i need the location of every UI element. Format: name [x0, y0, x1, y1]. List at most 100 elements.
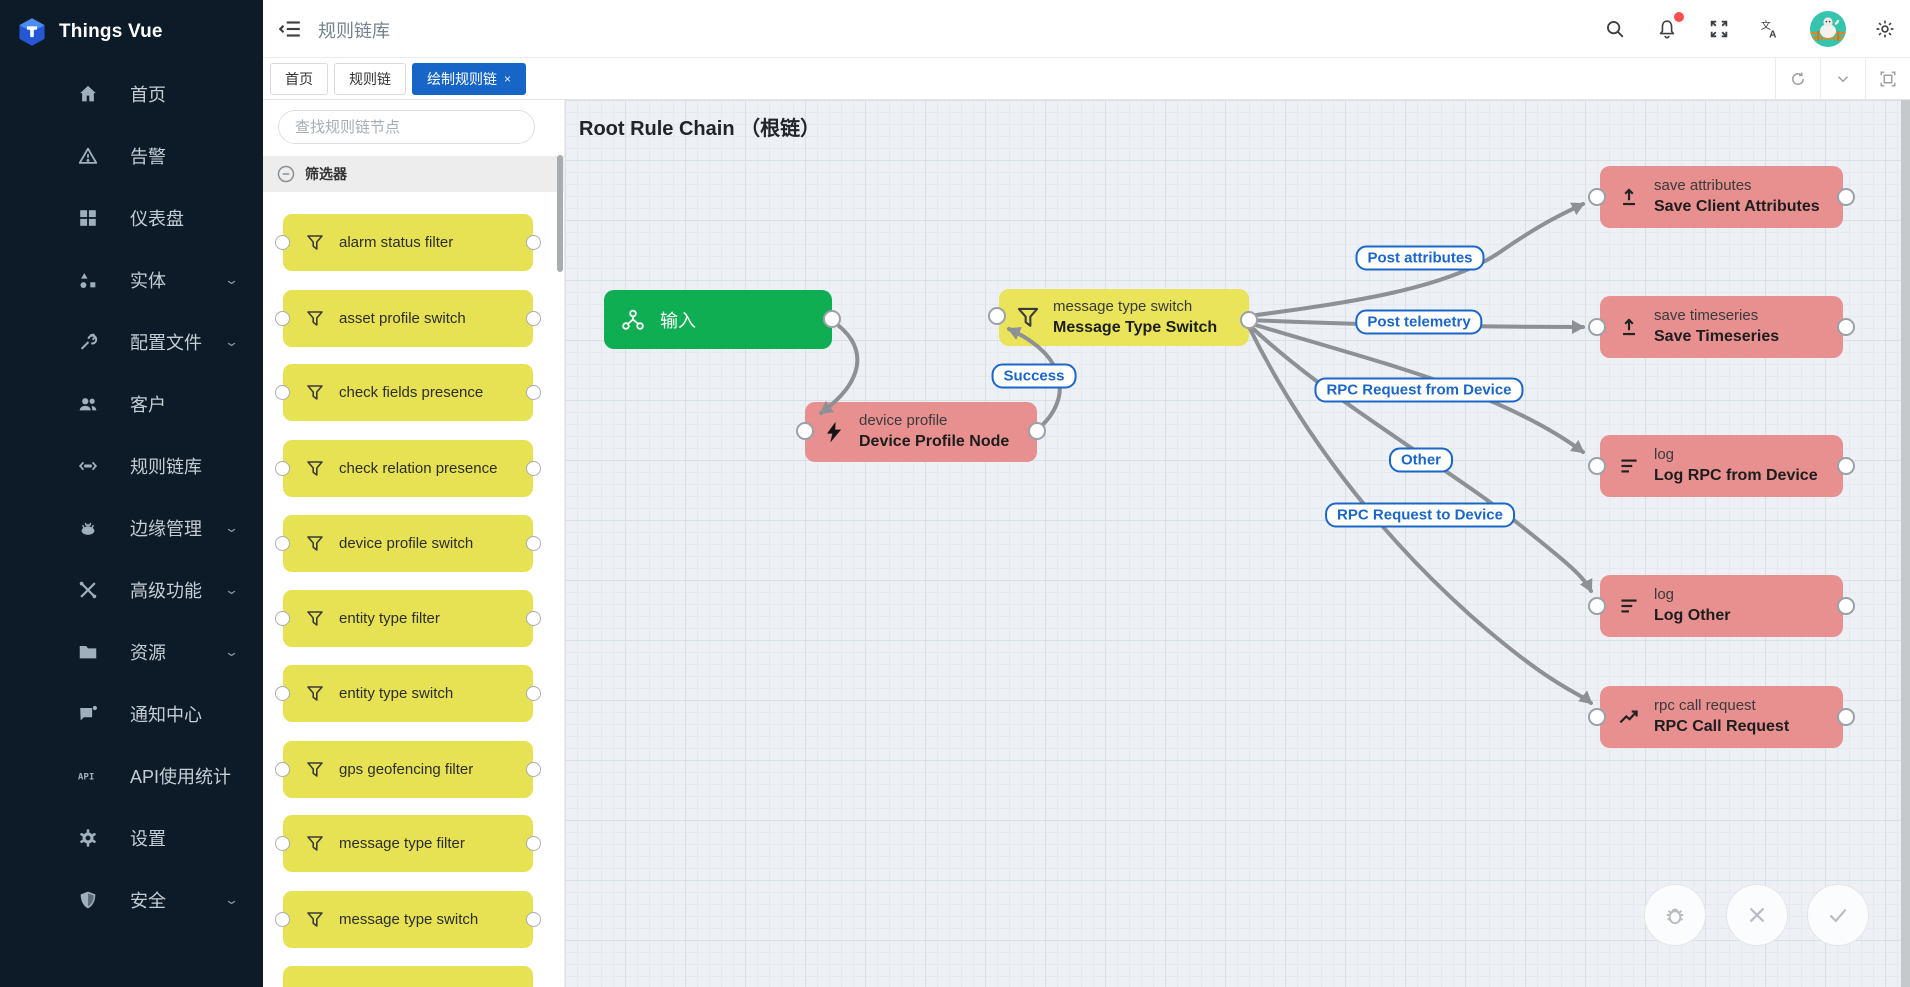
sidebar-item-security[interactable]: 安全 ⌄ — [0, 869, 263, 931]
sidebar-item-customers[interactable]: 客户 — [0, 373, 263, 435]
sidebar-item-resources[interactable]: 资源 ⌄ — [0, 621, 263, 683]
refresh-icon[interactable] — [1775, 58, 1820, 99]
sidebar-item-settings[interactable]: 设置 — [0, 807, 263, 869]
palette-item-partial[interactable] — [283, 966, 533, 987]
edge-label-rpc-from-device[interactable]: RPC Request from Device — [1314, 377, 1524, 403]
sidebar-item-api-usage[interactable]: API API使用统计 — [0, 745, 263, 807]
sidebar-item-rule-chains[interactable]: 规则链库 — [0, 435, 263, 497]
tab-rule-chains[interactable]: 规则链 — [334, 63, 406, 95]
tab-home[interactable]: 首页 — [270, 63, 328, 95]
edge-label-other[interactable]: Other — [1388, 447, 1454, 473]
input-port[interactable] — [275, 836, 290, 851]
app-logo[interactable]: Things Vue — [0, 8, 263, 56]
trending-up-icon — [1616, 704, 1642, 730]
input-port[interactable] — [275, 611, 290, 626]
palette-item[interactable]: check fields presence — [275, 364, 541, 421]
notifications-bell-icon[interactable] — [1654, 12, 1684, 42]
input-port[interactable] — [275, 762, 290, 777]
sidebar-item-edge[interactable]: 边缘管理 ⌄ — [0, 497, 263, 559]
output-port[interactable] — [526, 461, 541, 476]
settings-gear-icon[interactable] — [1872, 16, 1898, 42]
edge-label-rpc-to-device[interactable]: RPC Request to Device — [1325, 502, 1515, 528]
output-port[interactable] — [526, 836, 541, 851]
search-icon[interactable] — [1602, 16, 1628, 42]
input-port[interactable] — [275, 686, 290, 701]
edge-label-post-attributes[interactable]: Post attributes — [1355, 245, 1485, 271]
canvas-scrollbar[interactable] — [1901, 100, 1910, 987]
output-port[interactable] — [526, 686, 541, 701]
sidebar-item-notifications[interactable]: 通知中心 — [0, 683, 263, 745]
output-port[interactable] — [526, 235, 541, 250]
palette-item[interactable]: check relation presence — [275, 440, 541, 497]
customers-icon — [74, 390, 102, 418]
palette-item[interactable]: device profile switch — [275, 515, 541, 572]
sidebar-item-profiles[interactable]: 配置文件 ⌄ — [0, 311, 263, 373]
notification-icon — [74, 700, 102, 728]
debug-bug-button[interactable] — [1644, 884, 1706, 946]
sidebar: Things Vue 首页 告警 仪表盘 实体 ⌄ 配置文件 ⌄ 客户 — [0, 0, 263, 987]
rule-chain-title: Root Rule Chain （根链） — [579, 118, 821, 140]
palette-scrollbar[interactable] — [557, 155, 563, 272]
cancel-button[interactable] — [1726, 884, 1788, 946]
palette-item[interactable]: alarm status filter — [275, 214, 541, 271]
node-input[interactable]: 输入 — [604, 290, 832, 349]
collapse-minus-icon — [277, 165, 295, 183]
input-port[interactable] — [275, 311, 290, 326]
sidebar-item-alarm[interactable]: 告警 — [0, 125, 263, 187]
fit-screen-icon[interactable] — [1865, 58, 1910, 99]
sidebar-item-entity[interactable]: 实体 ⌄ — [0, 249, 263, 311]
edge-label-post-telemetry[interactable]: Post telemetry — [1355, 309, 1483, 335]
input-port[interactable] — [275, 912, 290, 927]
sidebar-item-dashboard[interactable]: 仪表盘 — [0, 187, 263, 249]
input-port[interactable] — [275, 461, 290, 476]
filter-funnel-icon — [307, 310, 323, 326]
palette-section-filters[interactable]: 筛选器 — [263, 156, 564, 192]
input-port[interactable] — [275, 536, 290, 551]
search-input[interactable] — [278, 110, 535, 144]
log-lines-icon — [1616, 593, 1642, 619]
menu-fold-icon[interactable] — [277, 16, 303, 42]
edge-label-success[interactable]: Success — [991, 363, 1077, 389]
tab-close-icon[interactable]: × — [504, 72, 512, 86]
svg-text:文: 文 — [1761, 19, 1771, 32]
tab-draw-rule-chain[interactable]: 绘制规则链 × — [412, 63, 527, 95]
palette-item[interactable]: message type filter — [275, 815, 541, 872]
sidebar-item-home[interactable]: 首页 — [0, 63, 263, 125]
output-port[interactable] — [526, 912, 541, 927]
sidebar-item-advanced[interactable]: 高级功能 ⌄ — [0, 559, 263, 621]
palette-item[interactable]: entity type filter — [275, 590, 541, 647]
output-port[interactable] — [526, 611, 541, 626]
palette-item[interactable]: message type switch — [275, 891, 541, 948]
palette-item[interactable]: asset profile switch — [275, 290, 541, 347]
lightning-icon — [821, 419, 847, 445]
palette-item[interactable]: gps geofencing filter — [275, 741, 541, 798]
confirm-button[interactable] — [1807, 884, 1869, 946]
chevron-down-icon: ⌄ — [223, 582, 240, 597]
palette-item[interactable]: entity type switch — [275, 665, 541, 722]
svg-text:A: A — [1769, 29, 1777, 40]
fullscreen-icon[interactable] — [1706, 16, 1732, 42]
tools-icon — [74, 576, 102, 604]
output-port[interactable] — [526, 536, 541, 551]
node-palette: 筛选器 alarm status filter asset profile sw… — [263, 100, 565, 987]
user-avatar[interactable] — [1810, 11, 1846, 47]
chevron-down-icon: ⌄ — [223, 644, 240, 659]
input-port[interactable] — [275, 235, 290, 250]
chevron-down-icon[interactable] — [1820, 58, 1865, 99]
output-port[interactable] — [526, 762, 541, 777]
svg-text:API: API — [78, 772, 95, 783]
input-port[interactable] — [275, 385, 290, 400]
output-port[interactable] — [526, 311, 541, 326]
output-port[interactable] — [526, 385, 541, 400]
logo-cube-icon — [19, 18, 45, 46]
